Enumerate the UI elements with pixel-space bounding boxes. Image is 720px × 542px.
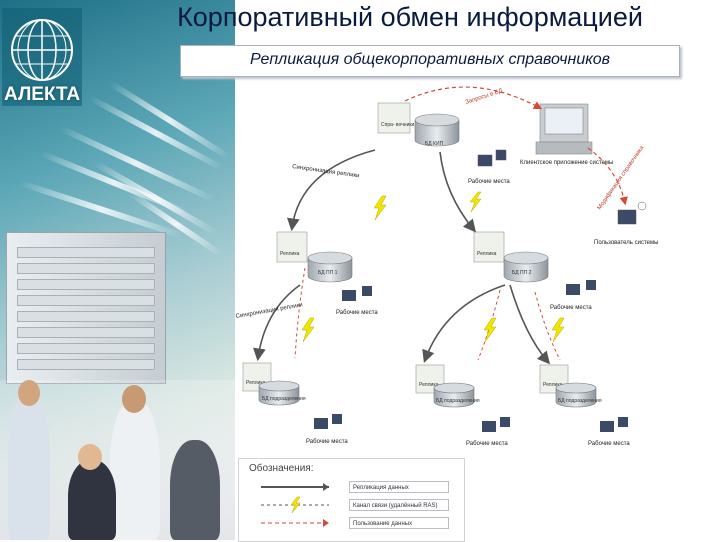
server-rack-image bbox=[6, 232, 166, 384]
red-arrow-br bbox=[534, 291, 561, 361]
pp1-workstations-label: Рабочие места bbox=[336, 310, 378, 316]
bm-workstations: Рабочие места bbox=[466, 417, 510, 447]
central-db-label: БД КИП bbox=[425, 141, 444, 147]
alekta-globe-logo-icon bbox=[2, 8, 82, 106]
replica-bottom-left: Реплика БД подразделения bbox=[242, 362, 306, 406]
replica-br-label: БД подразделения bbox=[558, 398, 602, 404]
replica-pp1-tag: Реплика bbox=[280, 251, 300, 257]
red-arrow-top bbox=[404, 86, 543, 110]
lightning-icon bbox=[301, 317, 315, 343]
central-database: Спра- вочники БД КИП bbox=[377, 102, 460, 147]
admin-pc-label: Клиентское приложение системы bbox=[520, 160, 613, 166]
replica-bl-tag: Реплика bbox=[246, 380, 266, 386]
arrow-text-left: Синхронизация реплики bbox=[292, 164, 360, 179]
page-title: Корпоративный обмен информацией bbox=[177, 2, 643, 32]
system-user-icon: Пользователь системы bbox=[594, 201, 658, 246]
office-people-photo bbox=[0, 380, 235, 540]
pp2-workstations-label: Рабочие места bbox=[550, 305, 592, 311]
arrow-text-top: Запросы в БД bbox=[465, 88, 504, 106]
lightning-icon bbox=[469, 191, 482, 213]
replica-pp2: Реплика БД ПП 2 bbox=[473, 231, 549, 283]
arrow-text-right: Модификация справочника bbox=[597, 145, 646, 212]
arrow-text-mid: Синхронизация реплики bbox=[235, 302, 303, 320]
legend-title: Обозначения: bbox=[249, 463, 314, 474]
system-user-label: Пользователь системы bbox=[594, 240, 658, 246]
arrow-top-to-pp2 bbox=[439, 151, 477, 233]
bl-workstations-label: Рабочие места bbox=[306, 439, 348, 445]
arrow-pp2-to-br bbox=[509, 284, 551, 365]
replica-pp1-label: БД ПП 1 bbox=[318, 270, 338, 276]
legend-symbols bbox=[261, 483, 329, 527]
arrow-top-to-pp1 bbox=[286, 149, 376, 232]
replica-pp1: Реплика БД ПП 1 bbox=[276, 231, 353, 283]
legend-item-usage: Пользование данных bbox=[349, 517, 449, 529]
page-subtitle: Репликация общекорпоративных справочнико… bbox=[249, 51, 611, 68]
lightning-icon bbox=[290, 496, 301, 514]
brand-logo-text: АЛЕКТА bbox=[4, 84, 81, 105]
arrow-pp2-to-bm bbox=[422, 284, 506, 364]
central-db-tag: Спра- вочники bbox=[381, 122, 415, 128]
bl-workstations: Рабочие места bbox=[306, 414, 348, 445]
replica-bl-label: БД подразделения bbox=[262, 396, 306, 402]
pp1-workstations: Рабочие места bbox=[336, 286, 378, 316]
legend: Обозначения: Репликация данных Канал свя… bbox=[238, 458, 465, 542]
br-workstations-label: Рабочие места bbox=[588, 441, 630, 447]
top-workstations-label: Рабочие места bbox=[468, 179, 510, 185]
replica-bottom-middle: Реплика БД подразделения bbox=[415, 364, 480, 408]
lightning-icon bbox=[483, 317, 497, 343]
admin-pc-icon: Клиентское приложение системы bbox=[520, 103, 613, 166]
pp2-workstations: Рабочие места bbox=[550, 280, 596, 311]
red-arrow-bl bbox=[294, 267, 306, 359]
decorative-background-panel bbox=[0, 0, 235, 540]
lightning-icon bbox=[373, 195, 387, 221]
replica-pp2-tag: Реплика bbox=[477, 251, 497, 257]
replica-bottom-right: Реплика БД подразделения bbox=[539, 364, 602, 408]
top-workstations: Рабочие места bbox=[468, 149, 510, 185]
subtitle-banner: Репликация общекорпоративных справочнико… bbox=[180, 45, 680, 77]
replica-bm-label: БД подразделения bbox=[436, 398, 480, 404]
replica-br-tag: Реплика bbox=[543, 382, 563, 388]
lightning-icon bbox=[551, 317, 565, 343]
legend-item-channel: Канал связи (удалённый RAS) bbox=[349, 499, 449, 511]
br-workstations: Рабочие места bbox=[588, 417, 630, 447]
legend-item-replication: Репликация данных bbox=[349, 481, 449, 493]
arrow-pp1-to-bl bbox=[253, 284, 301, 362]
replica-pp2-label: БД ПП 2 bbox=[512, 270, 532, 276]
bm-workstations-label: Рабочие места bbox=[466, 441, 508, 447]
replica-bm-tag: Реплика bbox=[419, 382, 439, 388]
